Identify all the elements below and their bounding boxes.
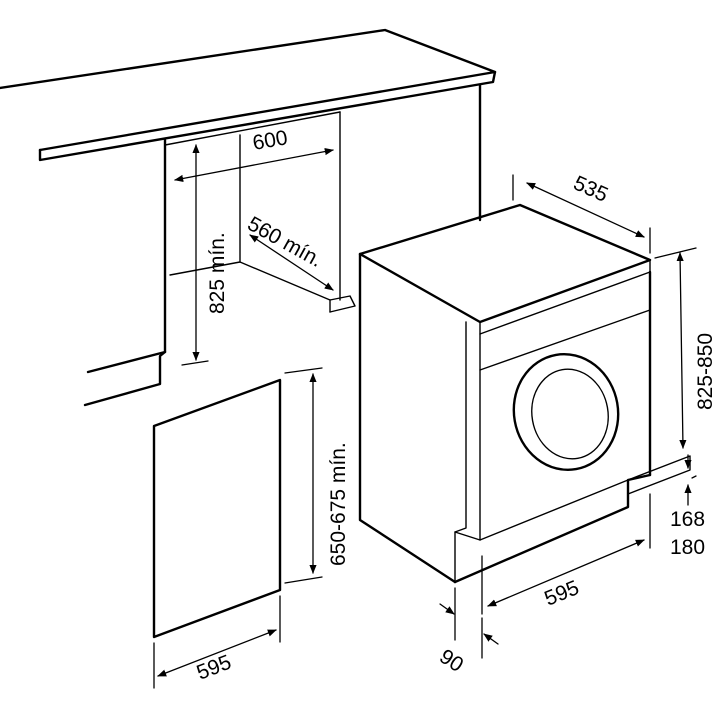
washing-machine (358, 203, 691, 584)
door-panel (152, 378, 282, 639)
cabinet-right-side (339, 83, 482, 301)
niche-depth-label: 560 mín. (244, 212, 327, 272)
door-height-dimension: 650-675 mín. (284, 367, 350, 584)
niche-depth-dimension: 560 mín. (244, 212, 334, 291)
door-width-dimension: 595 (153, 595, 281, 689)
niche-width-label: 600 (251, 126, 290, 155)
porthole-door (512, 352, 620, 472)
plinth-offset-label: 90 (435, 645, 467, 677)
cabinet-left-side (83, 138, 167, 407)
door-height-label: 650-675 mín. (327, 442, 350, 566)
machine-height-dimension: 825-850 (654, 247, 717, 449)
door-width-label: 595 (194, 651, 235, 685)
niche-height-dimension: 825 mín. (181, 144, 229, 366)
machine-height-label: 825-850 (694, 333, 717, 410)
machine-depth-dimension: 535 (512, 172, 651, 254)
machine-width-dimension: 595 (481, 493, 651, 615)
niche-height-label: 825 mín. (206, 232, 229, 314)
machine-depth-label: 535 (570, 172, 611, 207)
plinth-offset-dimension: 90 (435, 587, 499, 677)
plinth-low-label: 168 (670, 508, 705, 531)
plinth-dimension: 168 180 (670, 454, 705, 559)
niche-width-dimension: 600 (174, 126, 334, 183)
plinth-high-label: 180 (670, 536, 705, 559)
countertop (0, 28, 497, 162)
